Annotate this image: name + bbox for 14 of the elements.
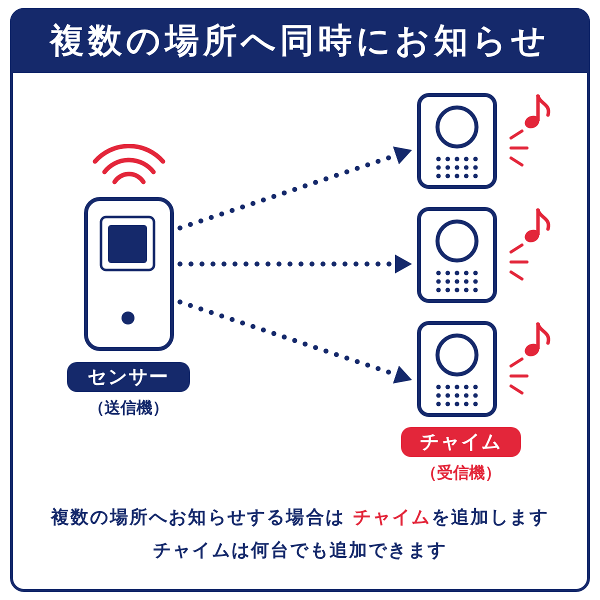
note-text: 複数の場所へお知らせする場合は チャイムを追加します bbox=[50, 506, 550, 530]
chime-device bbox=[417, 93, 497, 189]
dotted-arrow bbox=[178, 146, 412, 230]
chime-device bbox=[417, 321, 497, 417]
device-caption: （送信機） bbox=[88, 397, 170, 419]
dotted-arrow bbox=[178, 300, 412, 384]
note-text: チャイムは何台でも追加できます bbox=[152, 539, 448, 563]
dotted-arrow bbox=[178, 254, 412, 274]
sensor-device bbox=[84, 197, 174, 351]
chime-device bbox=[417, 207, 497, 303]
device-label: チャイム bbox=[401, 427, 521, 457]
device-label: センサー bbox=[67, 362, 190, 392]
device-caption: （受信機） bbox=[420, 462, 502, 484]
title: 複数の場所へ同時にお知らせ bbox=[50, 20, 550, 62]
